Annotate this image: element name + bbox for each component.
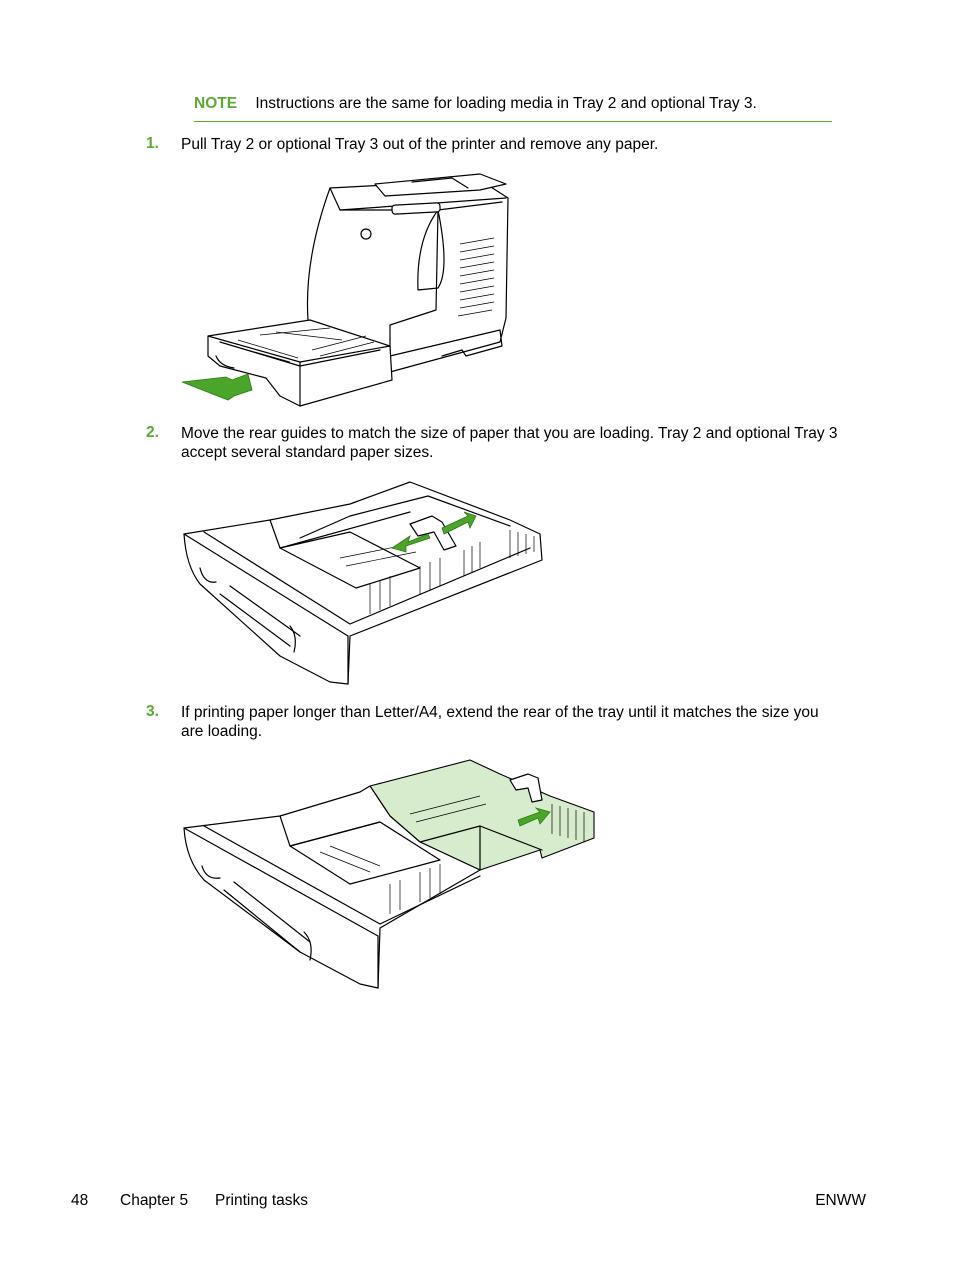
- step-3-text-line1: If printing paper longer than Letter/A4,…: [181, 704, 819, 721]
- footer-page-number: 48: [71, 1192, 89, 1209]
- tray-rear-guides-illustration: [183, 481, 543, 685]
- footer-section: Printing tasks: [215, 1192, 309, 1209]
- step-3-number: 3.: [146, 703, 159, 720]
- footer-chapter: Chapter 5: [120, 1192, 189, 1209]
- extend-arrow-icon: [517, 807, 551, 827]
- footer-right: ENWW: [815, 1192, 866, 1209]
- slide-arrows-icon: [391, 511, 477, 553]
- note-block: NOTE Instructions are the same for loadi…: [194, 95, 834, 113]
- note-text: Instructions are the same for loading me…: [255, 95, 757, 112]
- step-1-text: Pull Tray 2 or optional Tray 3 out of th…: [181, 136, 659, 153]
- step-2-number: 2.: [146, 424, 159, 441]
- step-3-text-line2: are loading.: [181, 723, 263, 740]
- note-label: NOTE: [194, 95, 238, 112]
- step-2-text-line1: Move the rear guides to match the size o…: [181, 425, 838, 442]
- step-1-number: 1.: [146, 135, 159, 152]
- tray-extended-illustration: [183, 759, 595, 989]
- step-2-text-line2: accept several standard paper sizes.: [181, 444, 434, 461]
- printer-tray-illustration: [181, 173, 509, 407]
- pull-arrow-icon: [181, 373, 253, 401]
- note-divider: [194, 121, 832, 122]
